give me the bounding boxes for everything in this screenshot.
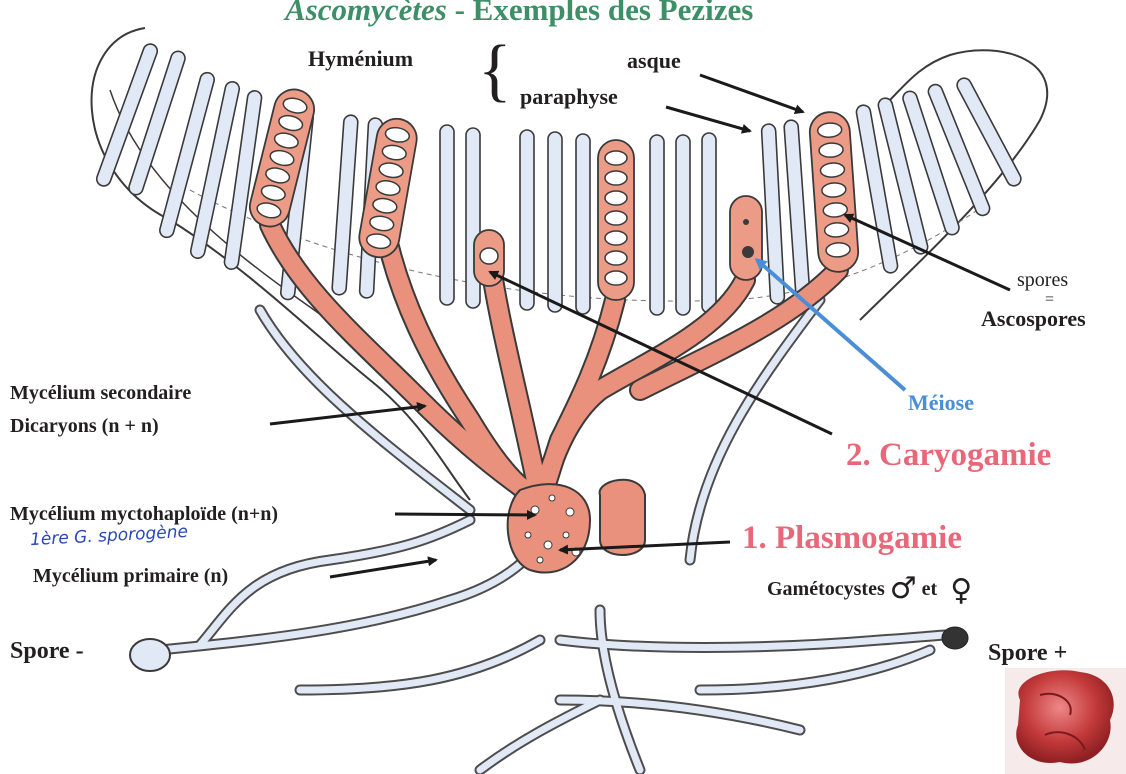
arrow-asque bbox=[700, 75, 803, 112]
label-meiose: Méiose bbox=[908, 392, 974, 414]
label-mycelium-myctohaploide: Mycélium myctohaploïde (n+n) bbox=[10, 504, 278, 524]
label-dicaryons: Dicaryons (n + n) bbox=[10, 416, 159, 436]
arrow-myctohaploide bbox=[395, 514, 535, 515]
label-hymenium: Hyménium bbox=[308, 48, 413, 70]
male-symbol-icon: ♂ bbox=[890, 571, 917, 606]
label-gametocystes-row: Gamétocystes ♂ et ♀ bbox=[767, 574, 972, 606]
gametocysts bbox=[508, 480, 645, 573]
label-paraphyse: paraphyse bbox=[520, 86, 618, 108]
female-gametocyst bbox=[600, 480, 645, 555]
label-spores: spores bbox=[1017, 270, 1068, 290]
label-caryogamie: 2. Caryogamie bbox=[846, 439, 1051, 472]
spore-plus-cell bbox=[942, 627, 968, 649]
arrow-paraphyse bbox=[666, 107, 750, 131]
title-italic: Ascomycètes bbox=[285, 0, 447, 27]
label-plasmogamie: 1. Plasmogamie bbox=[742, 522, 962, 555]
title-separator: - bbox=[447, 0, 473, 27]
label-asque: asque bbox=[627, 50, 681, 72]
label-gametocystes: Gamétocystes bbox=[767, 578, 885, 600]
young-ascus-meiose bbox=[730, 196, 762, 280]
label-ascospores: Ascospores bbox=[981, 308, 1086, 330]
diagram-title: Ascomycètes - Exemples des Pezizes bbox=[285, 0, 753, 25]
female-symbol-icon: ♀ bbox=[950, 573, 972, 608]
arrow-spores bbox=[845, 215, 1010, 290]
label-spore-minus: Spore - bbox=[10, 639, 84, 663]
pezize-photo-icon bbox=[1005, 668, 1126, 774]
label-mycelium-primaire: Mycélium primaire (n) bbox=[33, 566, 228, 586]
label-spore-plus: Spore + bbox=[988, 641, 1067, 665]
spore-minus-cell bbox=[130, 639, 170, 671]
hymenium-brace: { bbox=[478, 36, 512, 106]
label-et: et bbox=[922, 578, 938, 600]
label-mycelium-secondaire: Mycélium secondaire bbox=[10, 383, 191, 403]
title-rest: Exemples des Pezizes bbox=[473, 0, 754, 27]
